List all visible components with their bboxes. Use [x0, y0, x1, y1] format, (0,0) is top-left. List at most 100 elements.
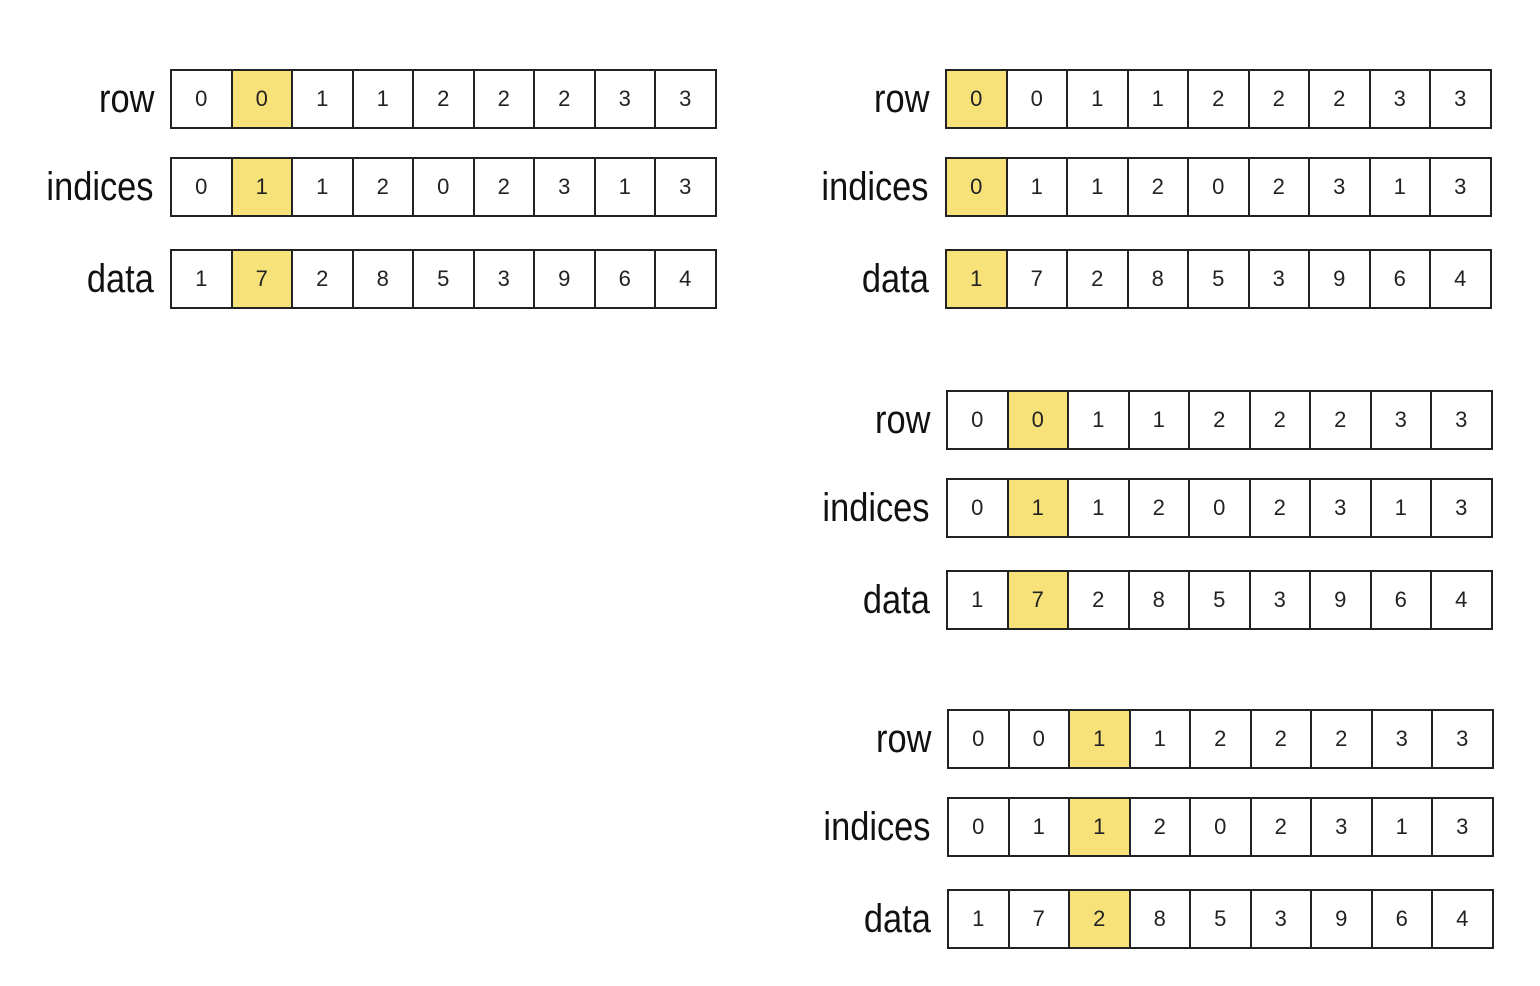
array-cell: 3: [1312, 799, 1373, 855]
array-cell: 6: [1371, 251, 1431, 307]
array-cell: 1: [948, 572, 1009, 628]
array-cell: 3: [1250, 251, 1310, 307]
array-cell: 8: [1129, 251, 1189, 307]
array-cell: 3: [1431, 71, 1492, 127]
array-cell: 3: [1311, 480, 1372, 536]
array-cell: 1: [1010, 799, 1070, 855]
array-cell: 3: [1371, 71, 1431, 127]
array-cell: 2: [1251, 392, 1311, 448]
array-cell: 2: [1068, 251, 1129, 307]
array-cell: 1: [949, 891, 1010, 947]
array-cell: 1: [293, 71, 354, 127]
array-cell: 5: [1190, 572, 1251, 628]
highlighted-cell: 0: [947, 71, 1008, 127]
array-cell: 3: [535, 159, 596, 215]
array-cell: 2: [1190, 392, 1251, 448]
highlighted-cell: 0: [947, 159, 1008, 215]
array-cell: 4: [1433, 891, 1494, 947]
array-cell: 1: [1129, 71, 1189, 127]
array-cell: 2: [1069, 572, 1130, 628]
array-cell: 3: [1372, 392, 1432, 448]
array-cell: 8: [354, 251, 414, 307]
array-cell: 3: [656, 159, 717, 215]
array-cell: 3: [1310, 159, 1371, 215]
array-cell: 2: [475, 159, 535, 215]
array-cell: 2: [1129, 159, 1189, 215]
array-label: indices: [46, 165, 154, 209]
array-cell: 1: [1373, 799, 1433, 855]
array-cell: 1: [1068, 159, 1129, 215]
array-cell: 3: [1432, 392, 1493, 448]
array-cell: 1: [354, 71, 414, 127]
highlighted-cell: 1: [1008, 480, 1069, 536]
array-cell: 1: [1069, 480, 1130, 536]
array-cell: 5: [414, 251, 475, 307]
array-cell: 2: [1189, 71, 1250, 127]
array-label: data: [87, 257, 154, 301]
array-cell: 1: [1372, 480, 1432, 536]
array-cell: 2: [293, 251, 354, 307]
array-cell: 3: [1251, 572, 1311, 628]
array-cell: 3: [1432, 480, 1493, 536]
array-cell: 1: [1130, 392, 1190, 448]
array-cell: 8: [1130, 572, 1190, 628]
array-cell: 1: [293, 159, 354, 215]
highlighted-cell: 1: [1070, 711, 1131, 767]
array-cell: 6: [1372, 572, 1432, 628]
array-cell: 1: [596, 159, 656, 215]
array-cell: 1: [1069, 392, 1130, 448]
array-cell: 2: [1250, 71, 1310, 127]
array-cell: 3: [596, 71, 656, 127]
highlighted-cell: 1: [947, 251, 1008, 307]
array-cell: 9: [1310, 251, 1371, 307]
array-cell: 3: [1373, 711, 1433, 767]
array-cell: 7: [1010, 891, 1070, 947]
array-cell: 3: [1252, 891, 1312, 947]
array-cell: 1: [1131, 711, 1191, 767]
highlighted-cell: 7: [232, 251, 293, 307]
array-cell: 2: [414, 71, 475, 127]
array-cell: 6: [1373, 891, 1433, 947]
array-cell: 5: [1191, 891, 1252, 947]
array-cell: 2: [535, 71, 596, 127]
array-cell: 2: [354, 159, 414, 215]
array-cell: 0: [414, 159, 475, 215]
highlighted-cell: 2: [1070, 891, 1131, 947]
highlighted-cell: 7: [1008, 572, 1069, 628]
array-label: row: [874, 398, 930, 442]
array-label: data: [863, 578, 930, 622]
array-cell: 3: [1433, 711, 1494, 767]
array-cell: 0: [948, 480, 1009, 536]
array-cell: 4: [656, 251, 717, 307]
array-label: indices: [823, 805, 931, 849]
array-cell: 2: [1191, 711, 1252, 767]
array-cell: 1: [1371, 159, 1431, 215]
highlighted-cell: 1: [1070, 799, 1131, 855]
array-cell: 0: [1190, 480, 1251, 536]
array-cell: 5: [1189, 251, 1250, 307]
array-cell: 8: [1131, 891, 1191, 947]
array-cell: 0: [1189, 159, 1250, 215]
array-label: row: [98, 77, 154, 121]
array-cell: 4: [1432, 572, 1493, 628]
array-cell: 2: [1310, 71, 1371, 127]
array-cell: 7: [1008, 251, 1068, 307]
